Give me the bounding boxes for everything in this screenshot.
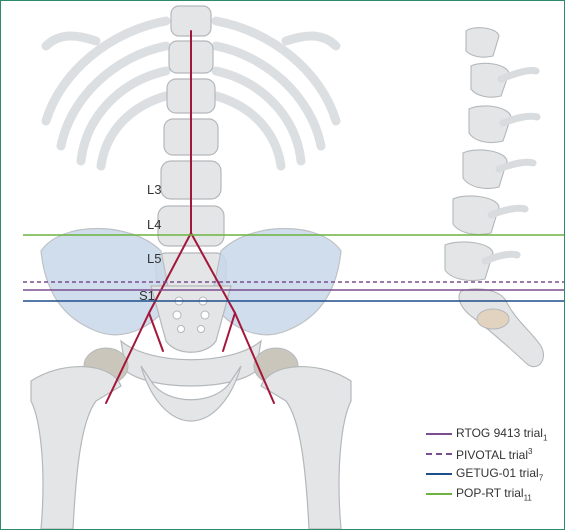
legend-label-rtog: RTOG 9413 trial1 <box>456 426 547 442</box>
vertebra-label-l3: L3 <box>147 182 161 197</box>
legend-item: GETUG-01 trial7 <box>426 464 547 484</box>
legend-item: PIVOTAL trial3 <box>426 444 547 464</box>
legend-swatch-pivotal <box>426 453 452 455</box>
legend-item: POP-RT trial11 <box>426 484 547 504</box>
vertebra-label-l4: L4 <box>147 217 161 232</box>
vertebra-label-s1: S1 <box>139 288 155 303</box>
legend-swatch-pop-rt <box>426 493 452 495</box>
legend-label-getug: GETUG-01 trial7 <box>456 466 543 482</box>
vertebra-label-l5: L5 <box>147 251 161 266</box>
legend-swatch-rtog <box>426 433 452 435</box>
legend-swatch-getug <box>426 473 452 475</box>
legend-label-pop-rt: POP-RT trial11 <box>456 486 532 502</box>
legend-item: RTOG 9413 trial1 <box>426 424 547 444</box>
femurs <box>31 366 351 529</box>
pelvis <box>41 229 341 387</box>
legend: RTOG 9413 trial1 PIVOTAL trial3 GETUG-01… <box>426 424 547 504</box>
lateral-spine <box>445 28 543 367</box>
legend-label-pivotal: PIVOTAL trial3 <box>456 447 532 462</box>
